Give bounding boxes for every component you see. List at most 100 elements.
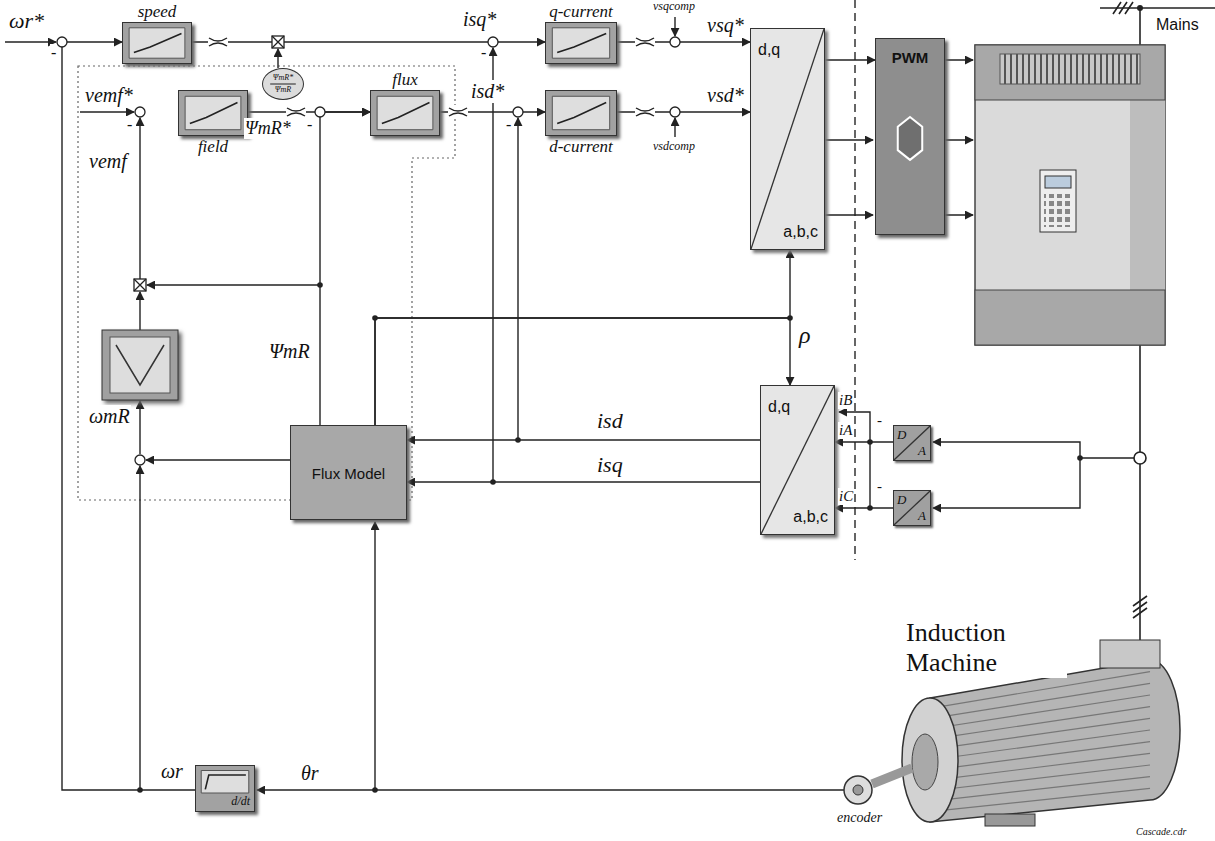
block-text: a,b,c [783,223,818,241]
signal-label: isd [596,408,624,433]
block-text: D [897,492,906,508]
limiter-symbol-part-part [209,38,227,46]
signal-wire-part [139,118,140,279]
limiter-symbol-part [635,105,655,119]
sign-label: - [306,116,313,134]
signal-wire-part [825,214,873,215]
signal-label: vemf* [84,84,134,107]
signal-label: ωr* [8,8,45,33]
multiplier-part [272,36,284,48]
limiter-symbol-part-part [635,105,655,119]
block-icon-part [270,84,296,85]
junction-dot-part [372,315,378,321]
signal-connector [835,441,893,442]
mains-junction [1137,5,1143,11]
multiplier-part [134,279,146,291]
signal-label: vsdcomp [652,140,696,154]
inverter-cabinet-part [975,290,1165,345]
block-icon [546,91,616,135]
converter-block: DA [893,490,931,526]
limiter-symbol-part-part [448,105,468,119]
junction-dot-part [372,787,378,793]
block-text: d,q [768,398,790,416]
signal-wire-part [277,49,278,68]
signal-wire [5,17,1134,790]
signal-wire-part [492,48,493,482]
multiplier [134,36,284,291]
inverter-cabinet-part [975,45,1165,100]
block-icon [179,91,247,135]
signal-wire-part [933,458,1080,508]
signal-label: θr [300,762,320,785]
block-heading: d-current [522,137,640,157]
block-icon-part [751,29,824,249]
speed-controller: speed [122,22,192,64]
induction-machine-drawing-part [930,660,1180,822]
inverter-cabinet-part [975,45,1165,345]
inverter-cabinet-part [1000,54,1140,84]
signal-wire-part [80,111,134,112]
power-cable-part [1133,596,1147,618]
sign-label: - [876,478,883,495]
abs-block-part [110,337,170,393]
block-icon-part [557,102,606,123]
limiter-symbol-part [635,35,655,49]
block-icon-part [552,28,609,58]
block-icon [546,23,616,63]
cooling-fins-part [930,742,1150,771]
block-icon-part [205,775,246,789]
ratio-circle: ΨmR*ΨmR [262,68,304,100]
signal-label: ωr [160,760,184,783]
signal-wire-part [139,292,140,330]
block-icon-part [552,96,609,129]
junction-dot-part [1077,455,1083,461]
machine-title: Induction Machine [905,618,1067,678]
signal-label: vsqcomp [652,0,696,14]
signal-label: iB [838,392,853,409]
current-sensor [1134,452,1146,464]
signal-connector [407,481,760,482]
block-icon [876,39,944,234]
limiter-symbol-part [448,105,468,119]
power-cable-part [1139,345,1141,640]
block-icon [371,91,439,135]
limiter-symbol-part-part [635,35,655,49]
block-text: A [918,508,926,524]
pwm-block: PWM [875,38,945,235]
signal-label: ΨmR [268,340,311,363]
block-heading: q-current [522,2,640,22]
signal-wire-part [139,466,140,790]
flux-controller: flux [370,90,440,136]
block-text: a,b,c [793,508,828,526]
signal-connector [62,42,195,790]
summing-junction-part [670,37,680,47]
signal-wire-part [257,789,844,790]
limiter-symbol-part [208,35,228,49]
block-icon-part [894,491,930,525]
summing-junction-part [315,107,325,117]
signal-label: isq [596,452,624,477]
signal-wire-part [517,118,518,440]
summing-junction [57,37,680,465]
signal-wire-part [674,17,675,36]
block-text: ΨmR [263,85,303,94]
limiter-symbol-part-part [208,35,228,49]
limiter-symbol-part-part [636,38,654,46]
power-cable-part [1139,8,1141,45]
inverter-cabinet-part [1044,194,1073,227]
signal-connector [320,112,370,425]
hardware-boundary [854,0,856,560]
block-icon-part [761,386,834,534]
signal-label: isq* [462,8,497,31]
power-cable-part [1113,2,1133,14]
cooling-fins [930,672,1150,812]
junction-dot-part [867,439,873,445]
block-icon-part [557,33,606,52]
abs-block-part [102,330,178,400]
sign-label: - [876,412,883,429]
sign-label: - [126,116,133,134]
sign-label: - [480,44,487,62]
part-label: encoder [836,810,883,826]
limiter-symbol-part-part [286,105,306,119]
summing-junction-part [488,37,498,47]
